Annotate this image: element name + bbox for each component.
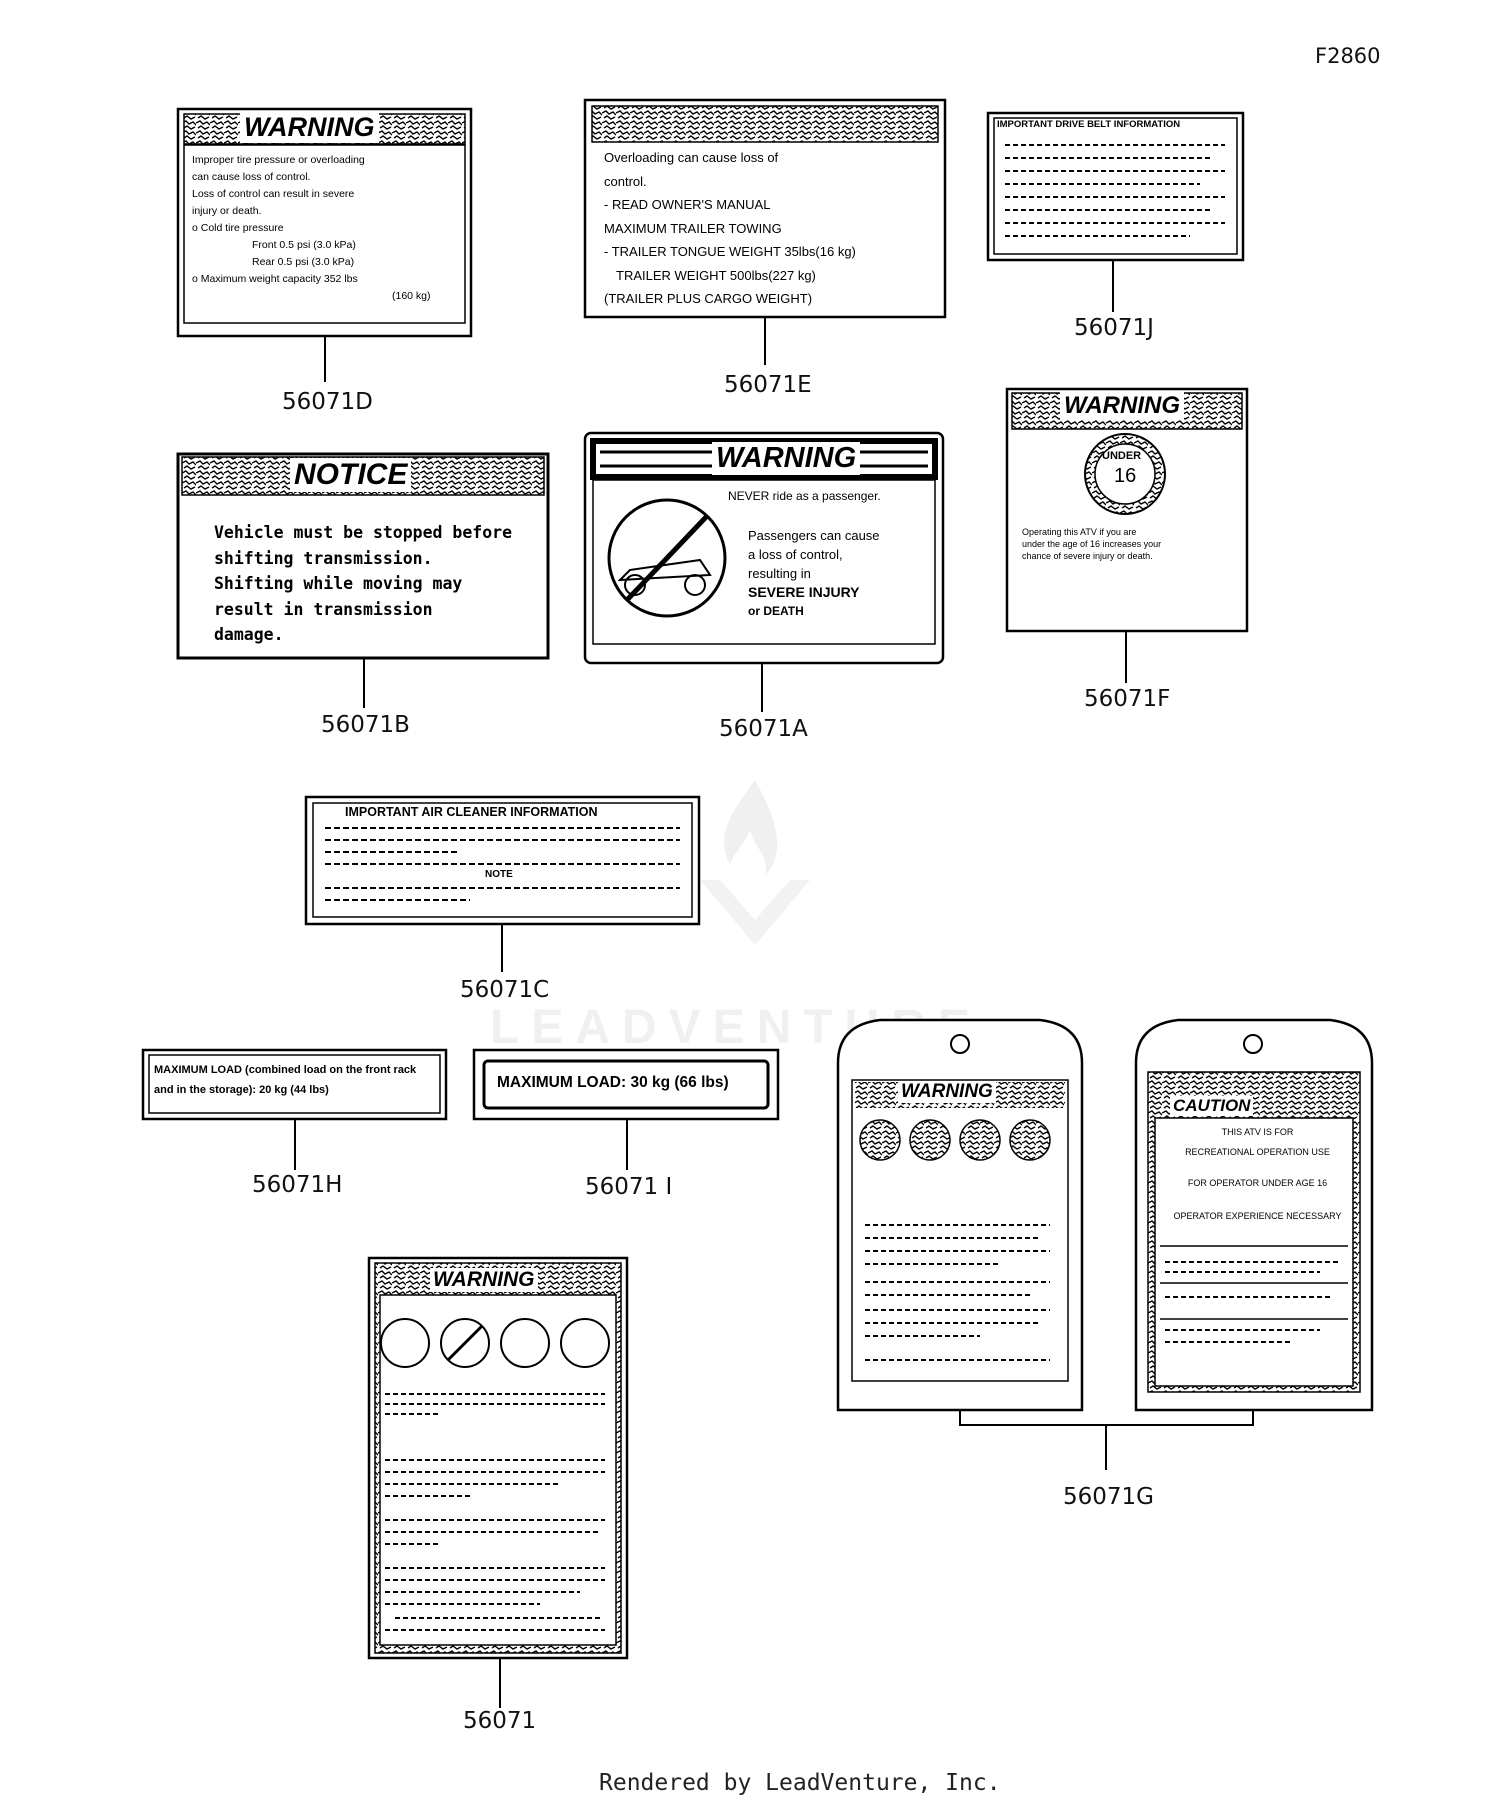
line: o Maximum weight capacity 352 lbs bbox=[192, 273, 358, 285]
diagram-code: F2860 bbox=[1315, 44, 1381, 68]
line: Overloading can cause loss of bbox=[604, 150, 779, 165]
label-56071H bbox=[141, 1048, 448, 1170]
part-number-56071I[interactable]: 56071 I bbox=[585, 1174, 673, 1200]
line: - READ OWNER'S MANUAL bbox=[604, 197, 771, 212]
line: Shifting while moving may bbox=[214, 574, 463, 593]
text-block-56071D: Improper tire pressure or overloading ca… bbox=[192, 152, 462, 305]
line: under the age of 16 increases your bbox=[1022, 539, 1162, 549]
warning-text-56071F: WARNING bbox=[1060, 392, 1184, 420]
part-number-56071C[interactable]: 56071C bbox=[460, 977, 550, 1003]
line: Vehicle must be stopped before bbox=[214, 523, 513, 542]
line: o Cold tire pressure bbox=[192, 222, 284, 234]
label-56071G bbox=[836, 1018, 1374, 1470]
notice-text-56071B: NOTICE bbox=[290, 458, 412, 492]
line: MAXIMUM LOAD (combined load on the front… bbox=[154, 1064, 417, 1076]
line: OPERATOR EXPERIENCE NECESSARY bbox=[1173, 1211, 1342, 1221]
line: - TRAILER TONGUE WEIGHT 35lbs(16 kg) bbox=[604, 244, 856, 259]
line: resulting in bbox=[748, 566, 811, 581]
line: FOR OPERATOR UNDER AGE 16 bbox=[1187, 1178, 1328, 1188]
line: control. bbox=[604, 173, 647, 189]
badge-top-56071F: UNDER bbox=[1102, 450, 1142, 462]
badge-number-56071F: 16 bbox=[1114, 465, 1137, 487]
line: RECREATIONAL OPERATION USE bbox=[1185, 1147, 1330, 1157]
never-text-56071A: NEVER ride as a passenger. bbox=[728, 489, 881, 503]
part-number-56071G[interactable]: 56071G bbox=[1063, 1484, 1154, 1510]
part-number-56071J[interactable]: 56071J bbox=[1074, 315, 1154, 341]
line: Rear 0.5 psi (3.0 kPa) bbox=[252, 256, 355, 268]
warning-text-56071D: WARNING bbox=[240, 112, 379, 143]
label-56071C bbox=[304, 795, 701, 972]
part-number-56071E[interactable]: 56071E bbox=[724, 372, 812, 398]
label-56071A bbox=[583, 431, 945, 712]
text-block-56071A: Passengers can cause a loss of control, … bbox=[748, 526, 938, 620]
footer-credit: Rendered by LeadVenture, Inc. bbox=[599, 1770, 1001, 1796]
caution-text-56071G: CAUTION bbox=[1170, 1096, 1254, 1116]
line: MAXIMUM TRAILER TOWING bbox=[604, 220, 782, 236]
line: (160 kg) bbox=[392, 290, 431, 302]
text-block-56071B: Vehicle must be stopped before shifting … bbox=[214, 520, 534, 648]
line: Loss of control can result in severe bbox=[192, 188, 355, 200]
line: or DEATH bbox=[748, 604, 804, 618]
warning-text-56071A: WARNING bbox=[712, 442, 861, 475]
title-56071J: IMPORTANT DRIVE BELT INFORMATION bbox=[997, 119, 1181, 130]
line: a loss of control, bbox=[748, 547, 843, 562]
line: can cause loss of control. bbox=[192, 171, 311, 183]
label-56071 bbox=[367, 1256, 629, 1708]
warning-text-56071: WARNING bbox=[430, 1268, 538, 1292]
text-56071I: MAXIMUM LOAD: 30 kg (66 lbs) bbox=[497, 1074, 729, 1091]
label-56071J bbox=[986, 111, 1245, 312]
line: injury or death. bbox=[192, 205, 262, 217]
part-number-56071D[interactable]: 56071D bbox=[282, 389, 373, 415]
line: result in transmission bbox=[214, 599, 433, 619]
label-56071E bbox=[583, 98, 947, 365]
title-56071C: IMPORTANT AIR CLEANER INFORMATION bbox=[345, 805, 598, 819]
part-number-56071B[interactable]: 56071B bbox=[321, 712, 410, 738]
line: TRAILER WEIGHT 500lbs(227 kg) bbox=[616, 267, 816, 283]
line: Passengers can cause bbox=[748, 528, 880, 543]
line: Operating this ATV if you are bbox=[1022, 527, 1137, 537]
part-number-56071F[interactable]: 56071F bbox=[1084, 686, 1171, 712]
line: chance of severe injury or death. bbox=[1022, 551, 1153, 561]
part-number-56071[interactable]: 56071 bbox=[463, 1708, 537, 1734]
note-56071C: NOTE bbox=[485, 869, 513, 880]
text-block-56071F: Operating this ATV if you are under the … bbox=[1022, 526, 1244, 562]
watermark-logo bbox=[700, 770, 810, 950]
text-block-56071H: MAXIMUM LOAD (combined load on the front… bbox=[154, 1060, 439, 1100]
part-number-56071H[interactable]: 56071H bbox=[252, 1172, 343, 1198]
line: Improper tire pressure or overloading bbox=[192, 154, 365, 166]
line: and in the storage): 20 kg (44 lbs) bbox=[154, 1084, 329, 1096]
line: damage. bbox=[214, 625, 284, 644]
part-number-56071A[interactable]: 56071A bbox=[719, 716, 808, 742]
text-block-56071E: Overloading can cause loss of control. -… bbox=[604, 146, 934, 311]
line: Front 0.5 psi (3.0 kPa) bbox=[252, 239, 356, 251]
line: shifting transmission. bbox=[214, 548, 433, 568]
text-block-56071G: THIS ATV IS FOR RECREATIONAL OPERATION U… bbox=[1160, 1126, 1355, 1231]
line: THIS ATV IS FOR bbox=[1221, 1127, 1294, 1137]
line: SEVERE INJURY bbox=[748, 584, 860, 600]
label-56071I bbox=[472, 1048, 780, 1170]
line: (TRAILER PLUS CARGO WEIGHT) bbox=[604, 291, 813, 306]
warning-text-56071G: WARNING bbox=[898, 1081, 996, 1103]
